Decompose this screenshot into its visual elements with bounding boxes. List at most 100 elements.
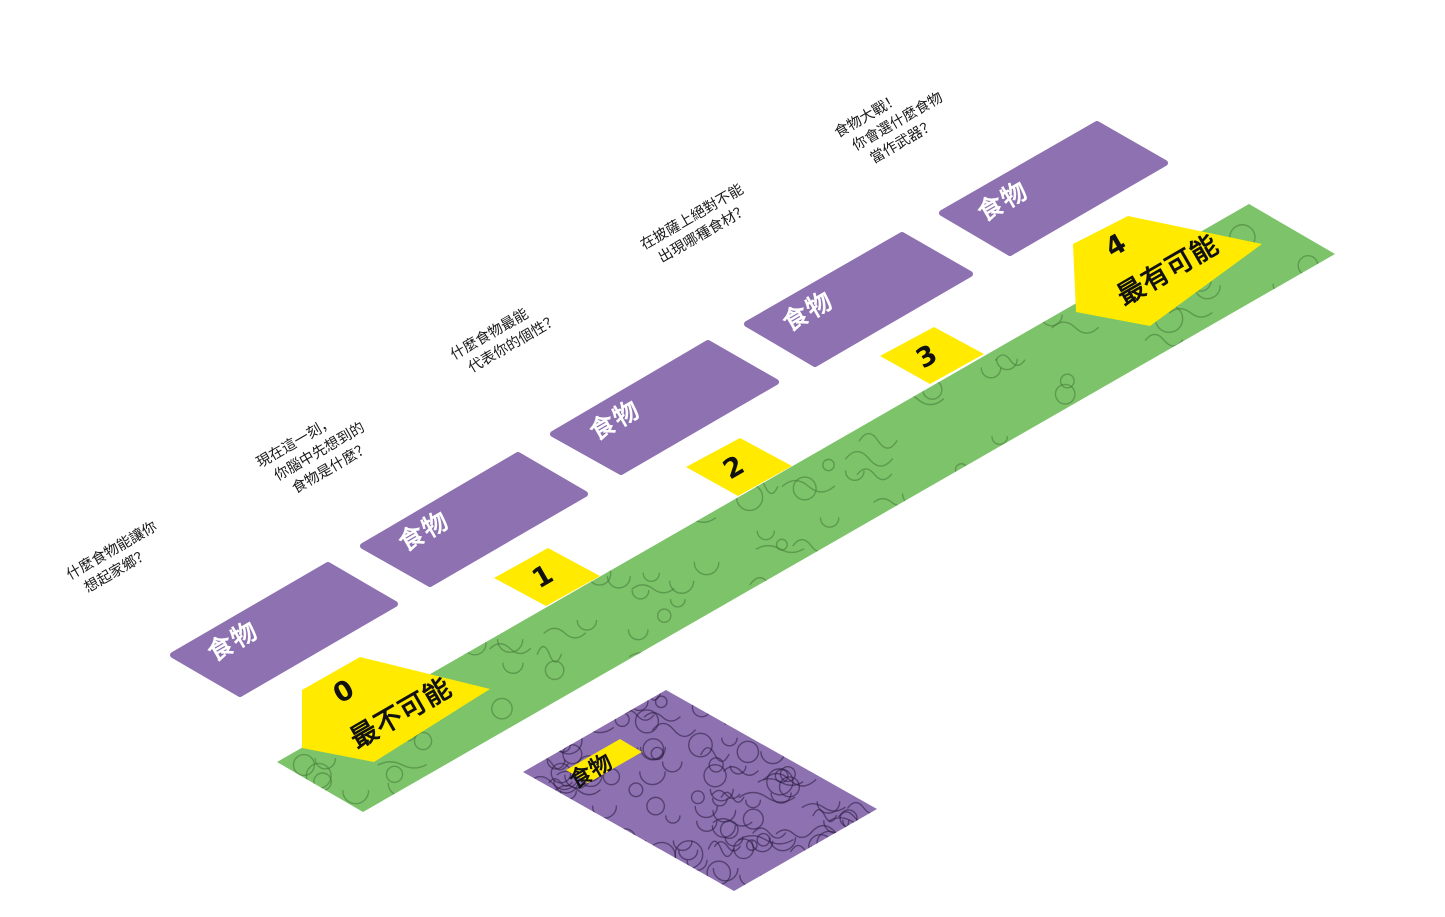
food-card-0[interactable]: 食物 <box>170 562 398 697</box>
doodle-mark <box>867 712 877 729</box>
doodle-mark <box>640 883 653 891</box>
doodle-mark <box>994 354 1026 367</box>
doodle-mark <box>711 797 728 807</box>
doodle-mark <box>394 607 420 621</box>
doodle-mark <box>673 332 699 346</box>
doodle-mark <box>322 220 373 238</box>
food-card-3[interactable]: 食物 <box>744 232 973 367</box>
doodle-mark <box>1228 391 1247 410</box>
doodle-mark <box>340 274 357 291</box>
doodle-mark <box>502 662 524 674</box>
doodle-mark <box>576 619 598 631</box>
food-card-surface <box>170 562 398 697</box>
doodle-mark <box>617 490 655 501</box>
doodle-mark <box>813 742 835 754</box>
doodle-mark <box>1050 556 1076 570</box>
doodle-mark <box>1185 625 1214 638</box>
doodle-mark <box>687 732 713 758</box>
doodle-mark <box>571 236 595 248</box>
doodle-mark <box>669 599 686 608</box>
doodle-mark <box>353 245 379 259</box>
doodle-mark <box>696 820 718 832</box>
doodle-mark <box>485 593 503 611</box>
doodle-mark <box>1185 379 1201 394</box>
card-back[interactable]: 食物 <box>519 683 911 897</box>
doodle-mark <box>712 867 739 882</box>
doodle-mark <box>1303 447 1333 477</box>
doodle-mark <box>614 207 638 220</box>
doodle-mark <box>1271 298 1290 317</box>
doodle-mark <box>1223 410 1259 419</box>
doodle-mark <box>822 458 835 472</box>
doodle-mark <box>579 360 625 370</box>
doodle-mark <box>577 228 607 258</box>
doodle-mark <box>1184 480 1203 491</box>
doodle-mark <box>1169 598 1197 626</box>
doodle-mark <box>1231 481 1248 491</box>
doodle-mark <box>1191 743 1216 757</box>
doodle-mark <box>742 715 762 735</box>
doodle-mark <box>1257 626 1281 639</box>
doodle-mark <box>678 849 699 861</box>
doodle-mark <box>745 839 758 852</box>
doodle-mark <box>324 360 367 374</box>
doodle-mark <box>504 750 519 765</box>
doodle-mark <box>856 468 893 481</box>
doodle-mark <box>682 302 711 317</box>
doodle-mark <box>1301 209 1322 221</box>
doodle-mark <box>974 245 994 256</box>
doodle-mark <box>531 407 555 420</box>
doodle-mark <box>416 640 443 667</box>
doodle-mark <box>1038 555 1093 565</box>
doodle-mark <box>978 601 1005 616</box>
doodle-mark <box>792 720 808 736</box>
doodle-mark <box>606 575 631 589</box>
doodle-mark <box>723 766 759 776</box>
doodle-mark <box>646 796 666 816</box>
doodle-mark <box>614 516 660 533</box>
doodle-mark <box>544 364 572 379</box>
doodle-mark <box>1129 570 1157 585</box>
food-card-1[interactable]: 食物 <box>360 452 588 587</box>
doodle-mark <box>680 506 706 520</box>
doodle-mark <box>626 675 648 687</box>
doodle-mark <box>587 519 639 533</box>
doodle-mark <box>651 722 696 738</box>
doodle-mark <box>631 584 675 594</box>
doodle-mark <box>544 660 565 681</box>
question-4: 食物大戰！你會選什麼食物當作武器？ <box>832 71 956 176</box>
doodle-mark <box>1312 492 1328 501</box>
doodle-mark <box>931 779 974 788</box>
doodle-mark <box>737 835 794 845</box>
doodle-mark <box>561 726 592 735</box>
doodle-mark <box>578 774 603 788</box>
doodle-mark <box>1301 308 1329 323</box>
doodle-mark <box>779 867 836 877</box>
doodle-mark <box>845 661 867 682</box>
doodle-mark <box>1175 599 1193 609</box>
doodle-mark <box>995 358 1018 371</box>
doodle-mark <box>643 712 681 722</box>
doodle-mark <box>840 390 865 404</box>
doodle-mark <box>942 547 960 565</box>
doodle-mark <box>813 374 840 389</box>
doodle-mark <box>860 877 877 888</box>
doodle-mark <box>968 491 1017 508</box>
doodle-mark <box>1097 617 1119 639</box>
doodle-mark <box>755 544 805 554</box>
doodle-mark <box>851 701 871 713</box>
doodle-mark <box>713 841 741 852</box>
doodle-mark <box>642 738 665 760</box>
doodle-mark <box>330 643 348 652</box>
doodle-mark <box>792 476 817 501</box>
doodle-mark <box>968 784 1001 797</box>
doodle-mark <box>1021 601 1049 616</box>
doodle-mark <box>661 761 683 773</box>
doodle-mark <box>962 642 986 655</box>
doodle-mark <box>1318 588 1335 599</box>
doodle-mark <box>754 693 781 707</box>
doodle-mark <box>1125 422 1155 451</box>
doodle-mark <box>840 691 862 703</box>
doodle-mark <box>575 877 613 891</box>
doodle-mark <box>809 696 826 713</box>
